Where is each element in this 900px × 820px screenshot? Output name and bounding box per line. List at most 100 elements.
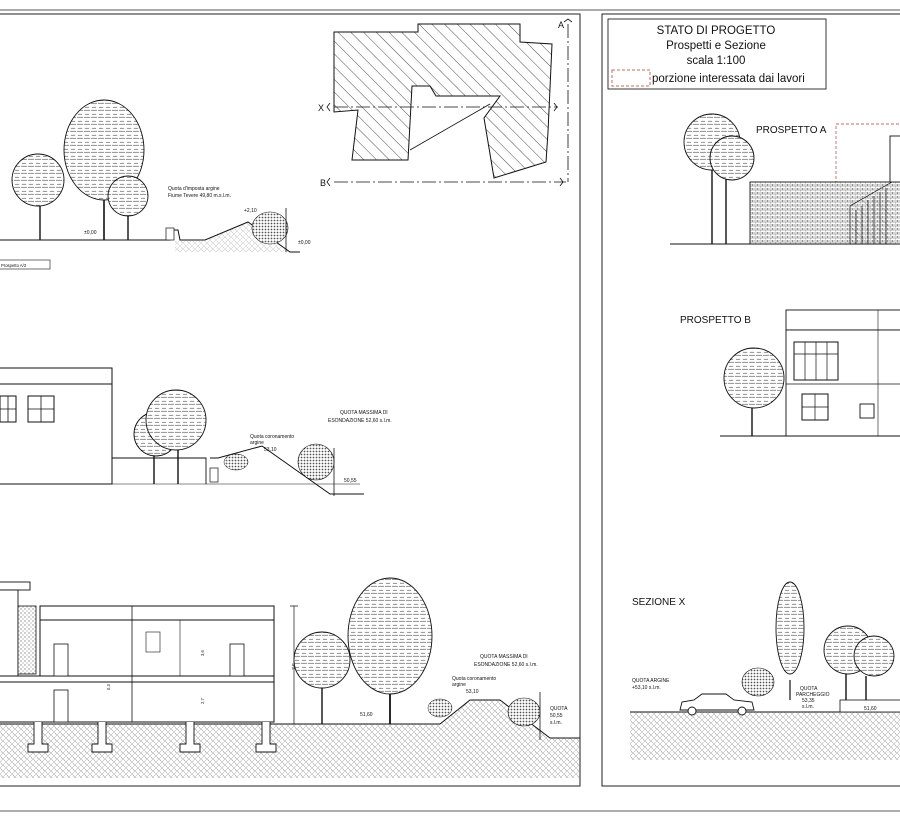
left-mid-elevation: Quota coronamento argine 53,10 QUOTA MAS… [0,367,392,496]
note-max-line1: QUOTA MASSIMA DI [340,410,388,416]
tree-sezione-x [823,625,895,700]
tree-mid-2 [145,389,207,484]
label-prospetto-a: PROSPETTO A [756,125,827,136]
embankment-profile-mid [210,445,364,495]
key-plan-footprint [333,23,553,179]
window-1 [0,395,17,423]
cypress-tree [775,581,805,700]
parking-edge [839,699,900,713]
stair-tower [0,589,19,681]
floor-slab [0,675,275,683]
level-right-bottom-line3: s.l.m. [550,720,562,726]
window-b-lower [801,393,829,421]
legend-box: STATO DI PROGETTO Prospetti e Sezione sc… [607,18,827,90]
door-lower-1 [53,689,69,723]
window-upper [145,631,161,653]
legend-scale: scala 1:100 [687,55,746,67]
section-arrows [326,18,573,187]
quota-park-line2: PARCHEGGIO [796,692,830,698]
note-crown-line1: Quota coronamento [250,434,294,440]
prospetto-b: PROSPETTO B [680,309,900,437]
tree-1 [11,153,65,240]
shrub-bottom-right [507,697,541,727]
level-mid-bottom: 51,60 [360,712,373,718]
dim-upper: 3,6 [200,650,205,656]
prospetto-a: PROSPETTO A [670,113,900,245]
label-prospetto-b: PROSPETTO B [680,315,751,326]
note-crown-bottom-line2: argine [452,682,466,688]
note-crown-line2: argine [250,440,264,446]
tree-2 [63,99,145,240]
shrub-x [741,667,775,697]
marker-b: B [320,178,326,188]
roof-parapet [0,581,31,591]
embankment-fill [175,222,290,252]
quota-park-line3: 53,35 [802,698,815,704]
level-ground: ±0,00 [84,230,97,236]
level-top: +2,10 [244,208,257,214]
note-crown-bottom-line1: Quota coronamento [452,676,496,682]
legend-subtitle: Prospetti e Sezione [666,40,766,52]
small-wall [165,227,175,241]
key-plan-link-line [409,103,491,151]
wall-mid [209,467,219,483]
legend-title: STATO DI PROGETTO [657,25,776,37]
dim-mid: 0,3 [106,684,111,690]
quota-park-line4: s.l.m. [802,704,814,710]
legend-swatch [611,69,651,87]
left-bottom-section: 7,5 3,6 2,7 0,3 QUOTA MASSIMA DI ESONDAZ… [0,577,580,778]
tag-box [0,259,51,270]
sezione-x: SEZIONE X QUOTA ARGINE +53,10 s.l.m. QUO… [630,581,900,760]
stone-wall [17,605,37,675]
tree-prospetto-b [723,347,785,436]
legend-swatch-label: porzione interessata dai lavori [652,73,805,85]
shrub-top [251,211,289,245]
car [679,693,755,716]
shrub-mid-left [223,453,249,471]
shrub-mid-right [297,443,335,481]
right-panel-frame [601,13,900,787]
window-b-upper [793,341,839,381]
level-small-x: 51,60 [864,706,877,712]
window-2 [27,395,55,423]
tree-prospetto-a [683,113,755,244]
tree-bottom-1 [293,631,351,724]
dim-lower: 2,7 [200,698,205,704]
label-sezione-x: SEZIONE X [632,597,686,608]
note-max-bottom-line1: QUOTA MASSIMA DI [480,654,528,660]
note-max-line2: ESONDAZIONE 52,60 s.l.m. [328,418,392,424]
quota-park-line1: QUOTA [800,686,818,692]
level-crown-mid: 53,10 [264,447,277,453]
quota-argine-line1: QUOTA ARGINE [632,678,670,684]
tag-label: Prospetto A/3 [1,263,27,268]
shrub-bottom-left [427,698,453,718]
left-top-section: Quota d'imposta argine Fiume Tevere 49,8… [0,99,311,270]
building-roof-band [0,367,113,385]
note-embankment-line2: Fiume Tevere 49,80 m.s.l.m. [168,193,231,199]
door-upper-2 [229,643,245,677]
left-panel-frame [0,13,581,787]
foundations [27,722,277,753]
building-facade [0,383,113,485]
marker-x: X [318,103,324,113]
terrain-profile-bottom [0,699,580,739]
small-window-b [859,403,875,419]
key-plan: A X B [318,18,573,188]
tree-3 [107,175,149,240]
dim-total-ticks [290,605,298,725]
quota-argine-line2: +53,10 s.l.m. [632,685,661,691]
upper-volume-a [889,135,900,183]
lower-floor [0,681,275,723]
door-upper-1 [53,643,69,677]
roof-band-b [785,309,900,331]
ground-hatch-x [630,712,900,760]
marker-a: A [558,20,564,30]
tree-bottom-2 [347,577,433,724]
level-right-bottom-line2: 50,55 [550,713,563,719]
ground-line-mid [112,457,207,484]
stair-hatch [848,200,892,244]
note-embankment-line1: Quota d'imposta argine [168,186,220,192]
level-crown-bottom: 53,10 [466,689,479,695]
level-right-mid: 50,55 [344,478,357,484]
